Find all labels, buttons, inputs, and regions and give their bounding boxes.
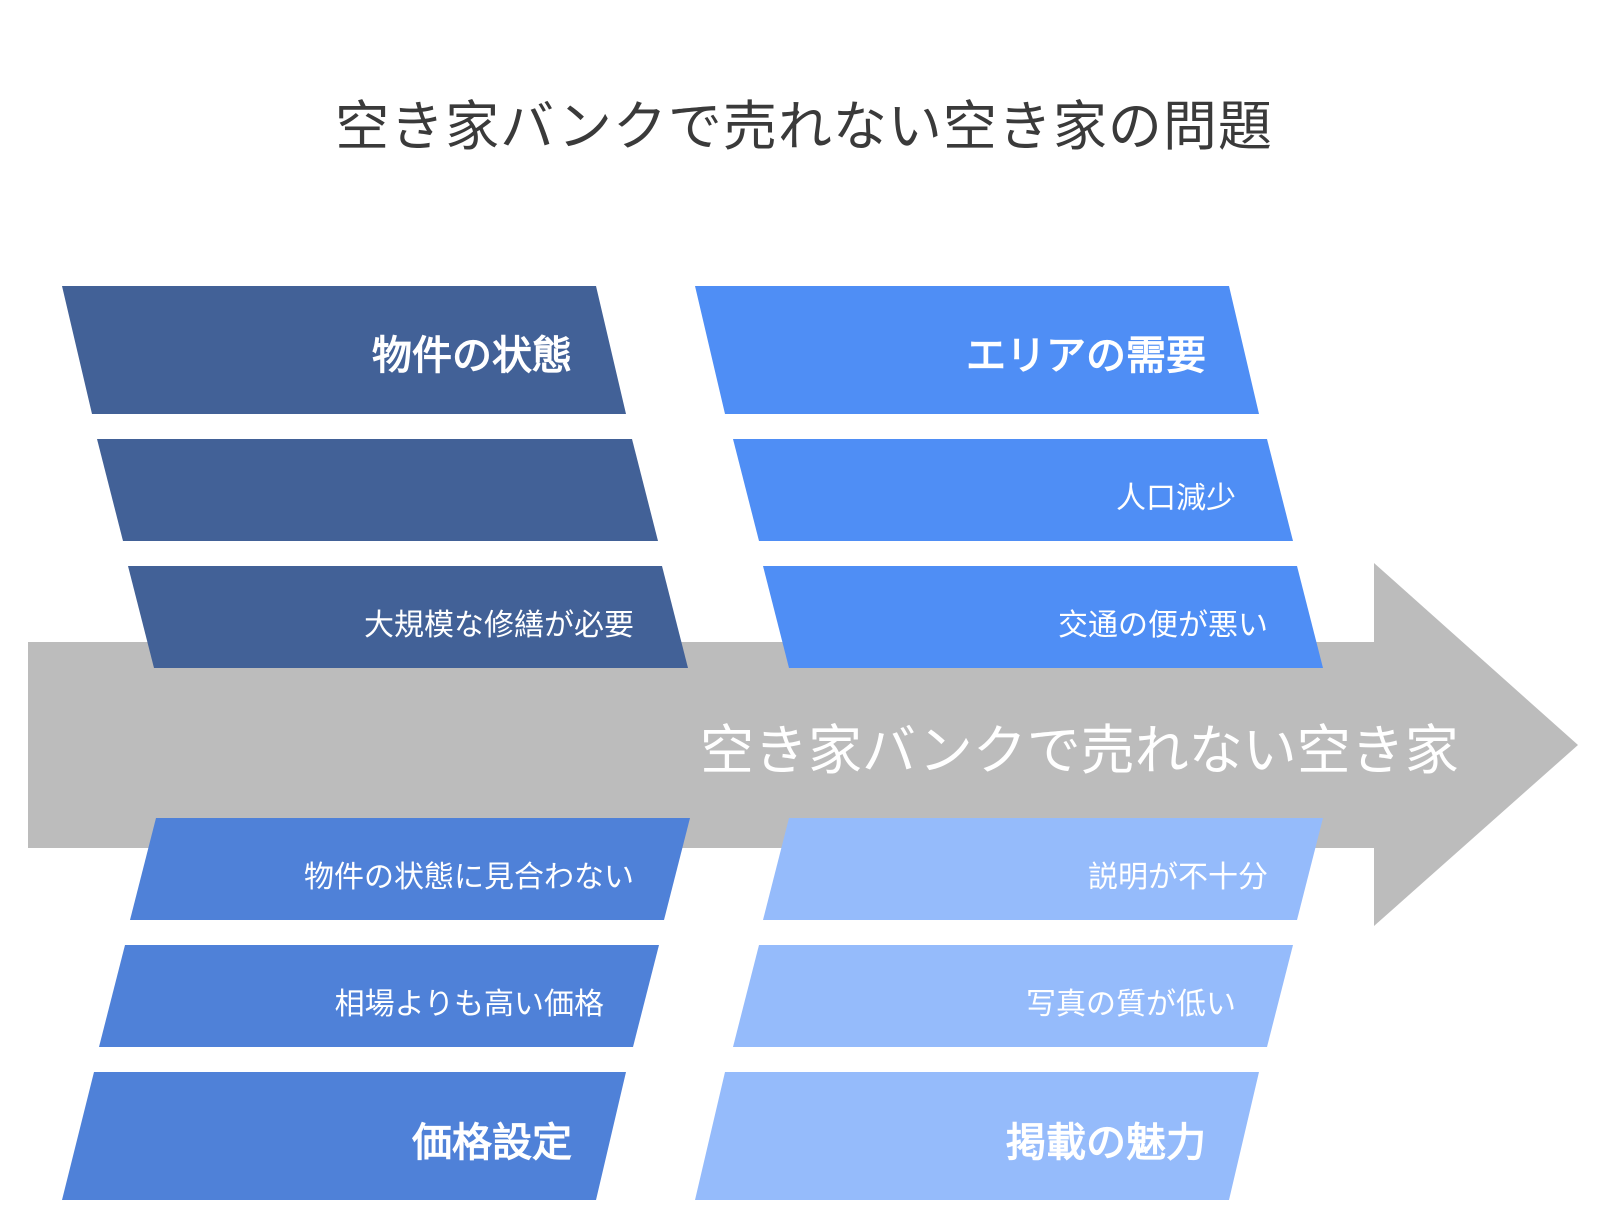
area-demand-cause-box-2 bbox=[763, 566, 1323, 668]
area-demand-cause-1: 人口減少 bbox=[1116, 481, 1236, 516]
area-demand-label: エリアの需要 bbox=[966, 333, 1206, 379]
property-condition-cause-box-1 bbox=[97, 439, 658, 541]
area-demand-category-box bbox=[695, 286, 1259, 414]
pricing-cause-box-1 bbox=[130, 818, 690, 920]
diagram-title: 空き家バンクで売れない空き家の問題 bbox=[335, 95, 1273, 158]
property-condition-cause-box-2 bbox=[128, 566, 688, 668]
pricing-label: 価格設定 bbox=[412, 1120, 572, 1166]
property-condition-category-box bbox=[62, 286, 626, 414]
pricing-category-box bbox=[62, 1072, 626, 1200]
listing-appeal-label: 掲載の魅力 bbox=[1006, 1120, 1206, 1166]
pricing-cause-2: 相場よりも高い価格 bbox=[334, 987, 604, 1022]
property-condition-label: 物件の状態 bbox=[372, 333, 572, 379]
property-condition-cause-2: 大規模な修繕が必要 bbox=[364, 608, 634, 643]
area-demand-cause-box-1 bbox=[733, 439, 1293, 541]
listing-appeal-cause-2: 写真の質が低い bbox=[1026, 987, 1236, 1022]
listing-appeal-cause-1: 説明が不十分 bbox=[1088, 860, 1268, 895]
area-demand-cause-2: 交通の便が悪い bbox=[1058, 608, 1268, 643]
pricing-cause-box-2 bbox=[99, 945, 659, 1047]
effect-label: 空き家バンクで売れない空き家 bbox=[700, 719, 1459, 782]
listing-appeal-category-box bbox=[695, 1072, 1259, 1200]
pricing-cause-1: 物件の状態に見合わない bbox=[304, 860, 634, 895]
listing-appeal-cause-box-1 bbox=[763, 818, 1323, 920]
listing-appeal-cause-box-2 bbox=[733, 945, 1293, 1047]
